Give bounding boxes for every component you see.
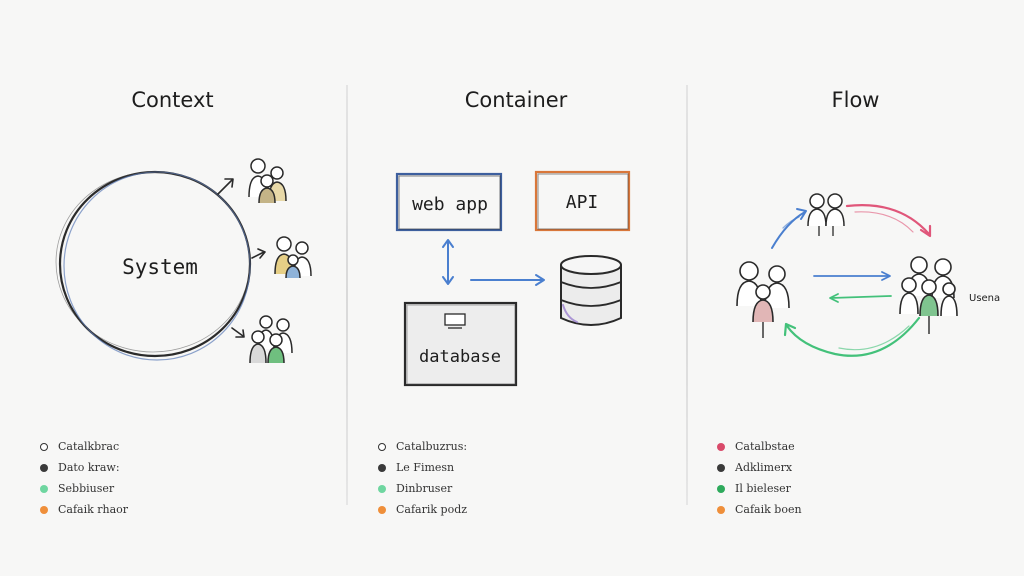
legend-swatch [378,463,386,472]
legend-swatch [40,505,48,514]
container-diagram: web app API database [395,170,631,387]
people-group-icon [899,256,958,334]
panel-divider [346,85,348,505]
api-box: API [534,170,631,232]
legend-swatch [378,442,386,451]
legend-item: Catalbstae [717,436,802,457]
legend-item: Dinbruser [378,478,467,499]
legend-swatch [717,484,725,493]
arrow-icon [217,178,234,195]
legend-item: Catalkbrac [40,436,128,457]
api-label: API [566,192,599,213]
people-group-icon [248,158,287,204]
legend-item: Cafaik boen [717,499,802,520]
legend-item: Catalbuzrus: [378,436,467,457]
arrow-icon [829,293,892,303]
legend-item: Cafarik podz [378,499,467,520]
legend-swatch [717,505,725,514]
context-diagram: System [55,158,312,364]
webapp-box: web app [395,172,503,232]
arrow-icon [845,204,932,238]
people-group-icon [736,261,790,338]
arrow-icon [231,327,245,338]
panel-title: Container [464,88,568,112]
legend-swatch [717,463,725,472]
people-group-icon [274,236,312,279]
legend-swatch [378,484,386,493]
legend-item: Sebbiuser [40,478,128,499]
system-label: System [122,255,198,279]
arrow-icon [783,316,921,357]
legend-swatch [40,442,48,451]
small-server-icon [444,313,466,329]
legend-swatch [40,484,48,493]
flow-diagram: Usena [736,193,1000,357]
legend-item: Le Fimesn [378,457,467,478]
panel-divider [686,85,688,505]
database-label: database [419,347,501,367]
container-panel: Container web app API database [345,0,687,576]
legend-swatch [717,442,725,451]
side-label: Usena [969,293,1000,304]
context-legend: Catalkbrac Dato kraw: Sebbiuser Cafaik r… [40,436,128,520]
arrow-icon [251,248,266,259]
database-cylinder-icon [560,255,622,326]
database-box: database [403,301,518,387]
flow-legend: Catalbstae Adklimerx Il bieleser Cafaik … [717,436,802,520]
system-circle: System [55,170,252,361]
legend-swatch [378,505,386,514]
people-group-icon [249,315,293,364]
legend-item: Adklimerx [717,457,802,478]
panel-title: Context [131,88,214,112]
legend-item: Il bieleser [717,478,802,499]
legend-item: Dato kraw: [40,457,128,478]
container-legend: Catalbuzrus: Le Fimesn Dinbruser Cafarik… [378,436,467,520]
context-panel: Context System [0,0,345,576]
people-group-icon [807,193,845,236]
legend-item: Cafaik rhaor [40,499,128,520]
arrow-icon [470,274,545,286]
arrow-icon [442,239,454,285]
flow-panel: Flow [687,0,1024,576]
webapp-label: web app [412,194,488,215]
legend-swatch [40,463,48,472]
arrow-icon [771,208,807,249]
arrow-icon [813,271,891,281]
panel-title: Flow [831,88,880,112]
